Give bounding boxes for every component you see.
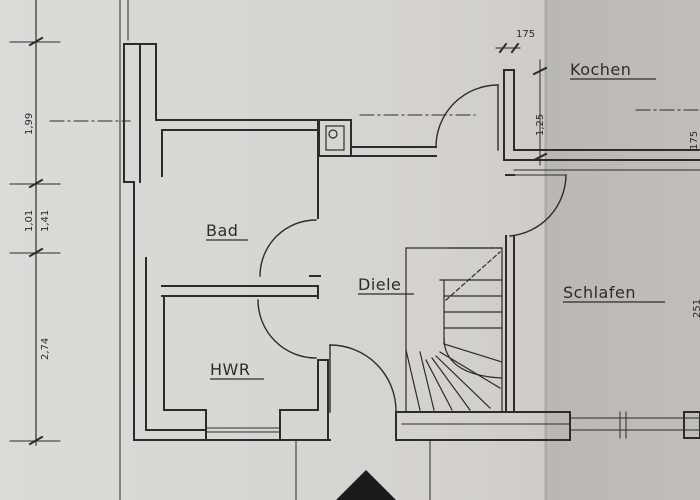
room-label-hall: Diele: [358, 275, 401, 294]
room-label-kitchen: Kochen: [570, 60, 631, 79]
dimension-2-74: 2,74: [40, 338, 51, 360]
door-bedroom: [509, 174, 567, 237]
left-dimension-line: [9, 0, 61, 446]
room-label-bedroom: Schlafen: [563, 283, 636, 302]
kitchen-walls: [503, 69, 700, 161]
dimension-175-right: 175: [689, 131, 700, 150]
door-entrance: [329, 344, 397, 413]
door-top: [435, 84, 499, 151]
dimension-1-41: 1,41: [40, 210, 51, 232]
utility-walls: [163, 295, 329, 441]
chimney: [318, 119, 437, 157]
outer-wall-left: [123, 43, 331, 441]
dimension-1-25: 1,25: [535, 114, 546, 136]
dimension-1-01: 1,01: [24, 210, 35, 232]
room-label-utility: HWR: [210, 360, 250, 379]
page-fold: [544, 0, 547, 500]
bath-walls: [161, 129, 321, 299]
dimension-175-top: 175: [516, 29, 535, 40]
door-bath: [259, 219, 317, 277]
door-utility: [257, 299, 317, 359]
outer-wall-bottom: [395, 411, 700, 441]
staircase: [405, 247, 503, 413]
bedroom-wall: [505, 169, 700, 413]
dimension-1-99: 1,99: [24, 113, 35, 135]
dimension-251-right: 251: [692, 299, 700, 318]
entrance-arrow: [336, 470, 396, 500]
room-label-bath: Bad: [206, 221, 238, 240]
